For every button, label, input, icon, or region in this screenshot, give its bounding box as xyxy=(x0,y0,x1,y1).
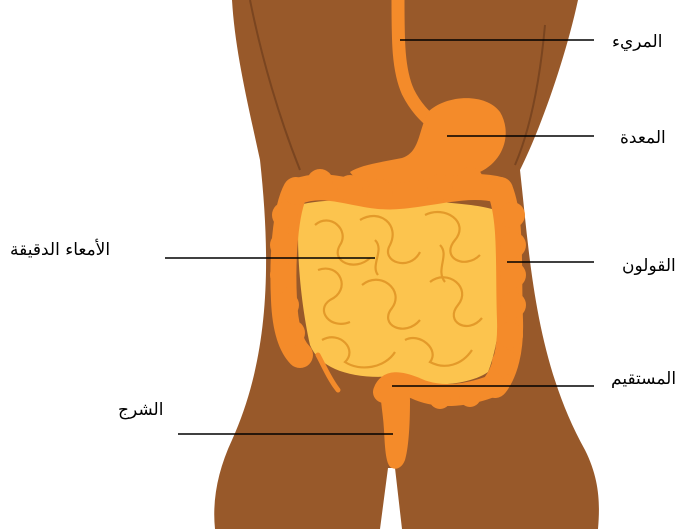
label-colon: القولون xyxy=(622,256,676,276)
label-esophagus: المريء xyxy=(612,32,662,52)
small-intestine xyxy=(298,200,502,385)
label-small-intestine: الأمعاء الدقيقة xyxy=(10,240,110,260)
label-rectum: المستقيم xyxy=(611,369,676,389)
label-anus: الشرج xyxy=(118,400,163,420)
label-stomach: المعدة xyxy=(620,128,666,148)
